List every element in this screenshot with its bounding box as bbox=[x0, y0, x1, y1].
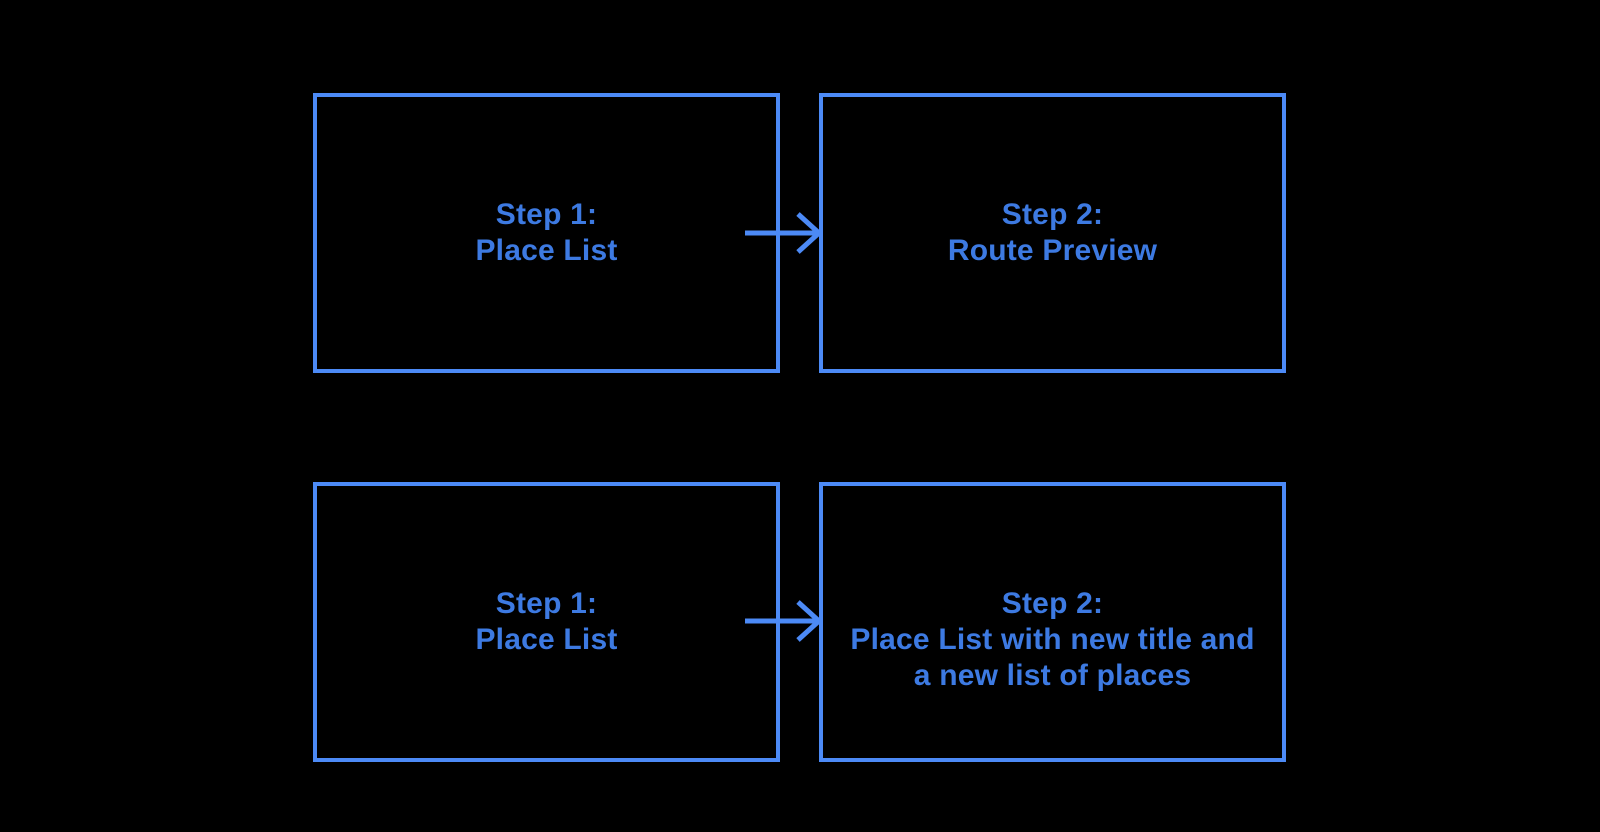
node-text-line: Step 2: bbox=[1001, 198, 1104, 231]
node-label: Step 2: Route Preview bbox=[948, 197, 1157, 269]
node-label: Step 1: Place List bbox=[475, 197, 617, 269]
node-text-line: Place List bbox=[475, 623, 618, 656]
node-text-line: Step 1: bbox=[495, 587, 598, 620]
node-label: Step 2: Place List with new title and a … bbox=[850, 586, 1254, 694]
node-text-line: Step 1: bbox=[495, 198, 598, 231]
node-label: Step 1: Place List bbox=[475, 586, 617, 658]
node-text-line: Place List with new title and bbox=[850, 623, 1255, 656]
node-step2-route-preview: Step 2: Route Preview bbox=[819, 93, 1286, 373]
node-text-line: Place List bbox=[475, 234, 618, 267]
node-text-line: Route Preview bbox=[947, 234, 1158, 267]
arrow-right-icon bbox=[745, 212, 823, 254]
node-step1-place-list-top: Step 1: Place List bbox=[313, 93, 780, 373]
node-step2-new-place-list: Step 2: Place List with new title and a … bbox=[819, 482, 1286, 762]
node-step1-place-list-bottom: Step 1: Place List bbox=[313, 482, 780, 762]
node-text-line: a new list of places bbox=[913, 659, 1192, 692]
node-text-line: Step 2: bbox=[1001, 587, 1104, 620]
arrow-right-icon bbox=[745, 600, 823, 642]
